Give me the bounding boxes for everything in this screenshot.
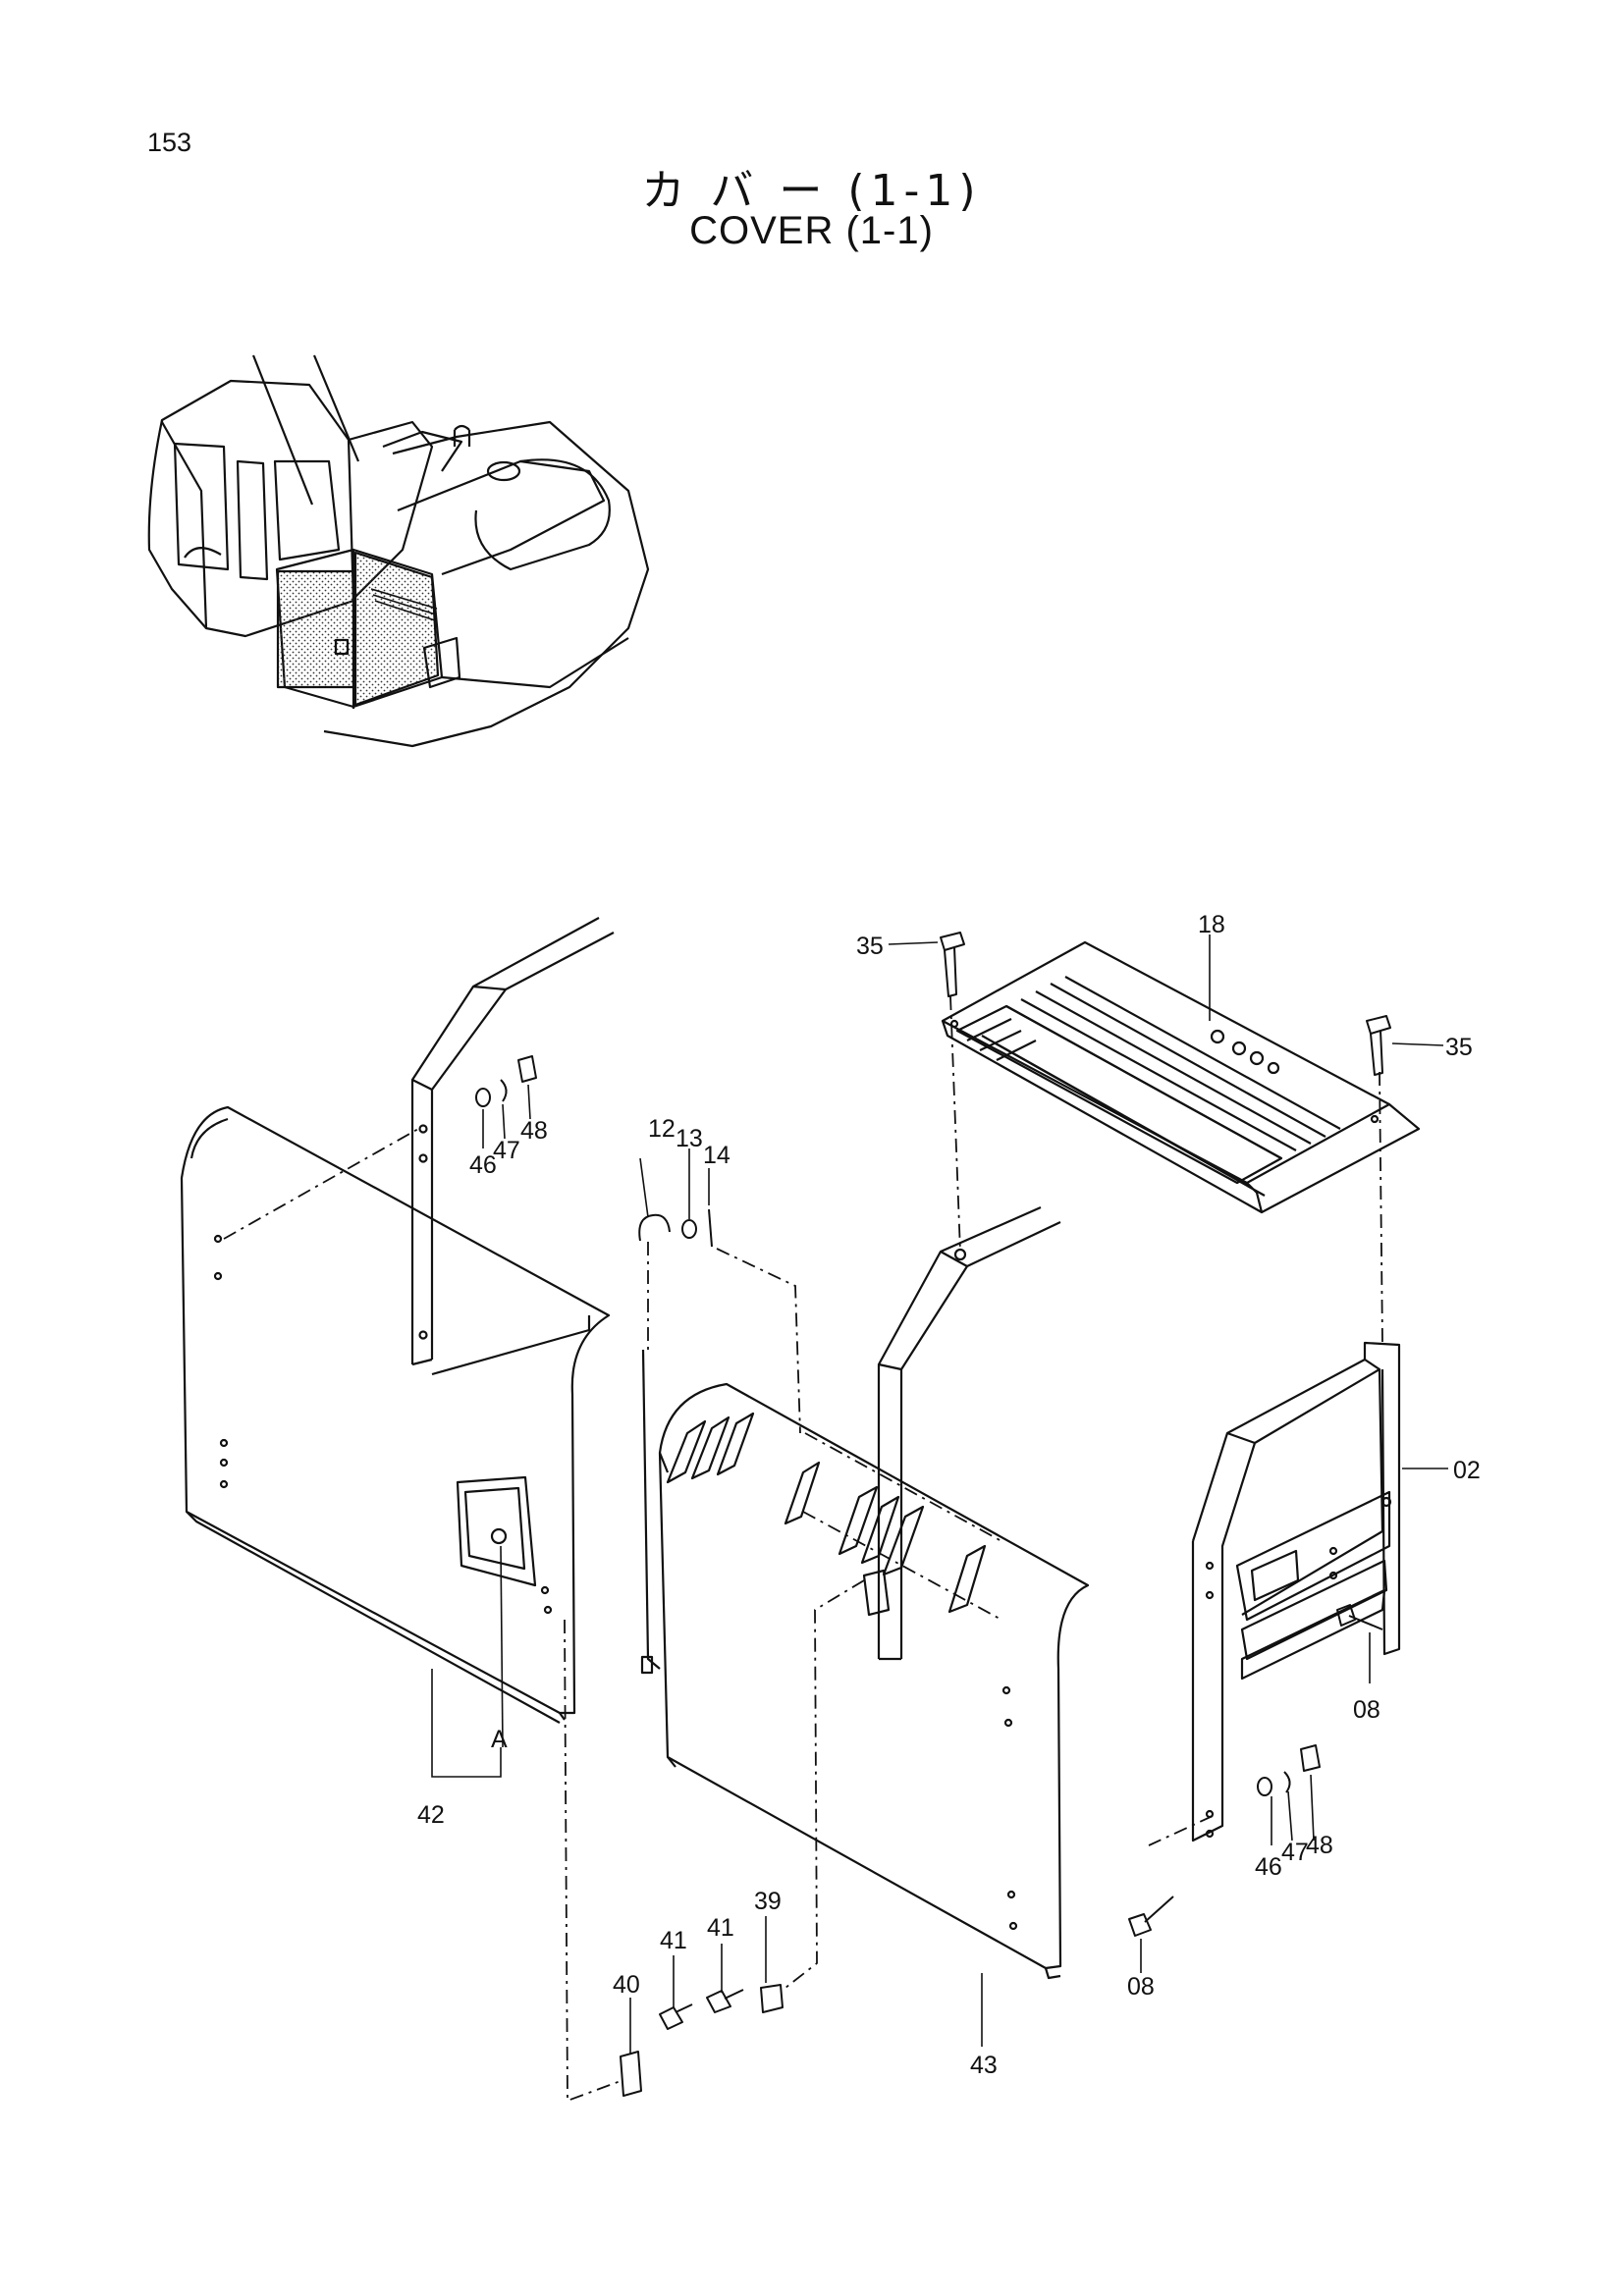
- callout-46: 46: [1255, 1853, 1282, 1881]
- callout-47: 47: [1281, 1839, 1309, 1866]
- callout-13: 13: [676, 1125, 703, 1152]
- callout-08: 08: [1353, 1696, 1380, 1724]
- right-bracket-02: [1191, 1341, 1401, 1842]
- leader-lines: [431, 934, 1448, 2054]
- callout-48: 48: [520, 1117, 548, 1145]
- title-english: COVER (1-1): [689, 209, 934, 252]
- callout-40: 40: [613, 1971, 640, 1999]
- left-support-pillar: [410, 917, 615, 1376]
- callout-18: 18: [1198, 911, 1225, 938]
- callout-46: 46: [469, 1151, 497, 1179]
- title-japanese: カ バ ー (1-1): [641, 166, 982, 216]
- reference-a: A: [491, 1726, 508, 1753]
- callout-35: 35: [1445, 1034, 1473, 1061]
- callout-14: 14: [703, 1142, 730, 1169]
- side-door-43: [640, 1349, 1090, 1980]
- callout-47: 47: [493, 1137, 520, 1164]
- callout-08: 08: [1127, 1973, 1155, 2001]
- top-louver-cover-18: [941, 940, 1421, 1214]
- callout-48: 48: [1306, 1832, 1333, 1859]
- center-support-pillar: [877, 1205, 1061, 1661]
- page-number: 153: [147, 128, 192, 157]
- callout-labels: 35 18 35 46 47 48 12 13 14 02 08 A 42 46…: [417, 911, 1481, 2079]
- callout-12: 12: [648, 1115, 676, 1143]
- callout-43: 43: [970, 2052, 998, 2079]
- callout-39: 39: [754, 1888, 782, 1915]
- assembly-lines: [223, 995, 1383, 2103]
- callout-41: 41: [707, 1914, 734, 1942]
- side-door-42: [180, 1105, 611, 1724]
- callout-35: 35: [856, 933, 884, 960]
- excavator-overview: [147, 354, 650, 748]
- callout-41: 41: [660, 1927, 687, 1954]
- callout-42: 42: [417, 1801, 445, 1829]
- hardware-parts: [475, 932, 1391, 2097]
- callout-02: 02: [1453, 1457, 1481, 1484]
